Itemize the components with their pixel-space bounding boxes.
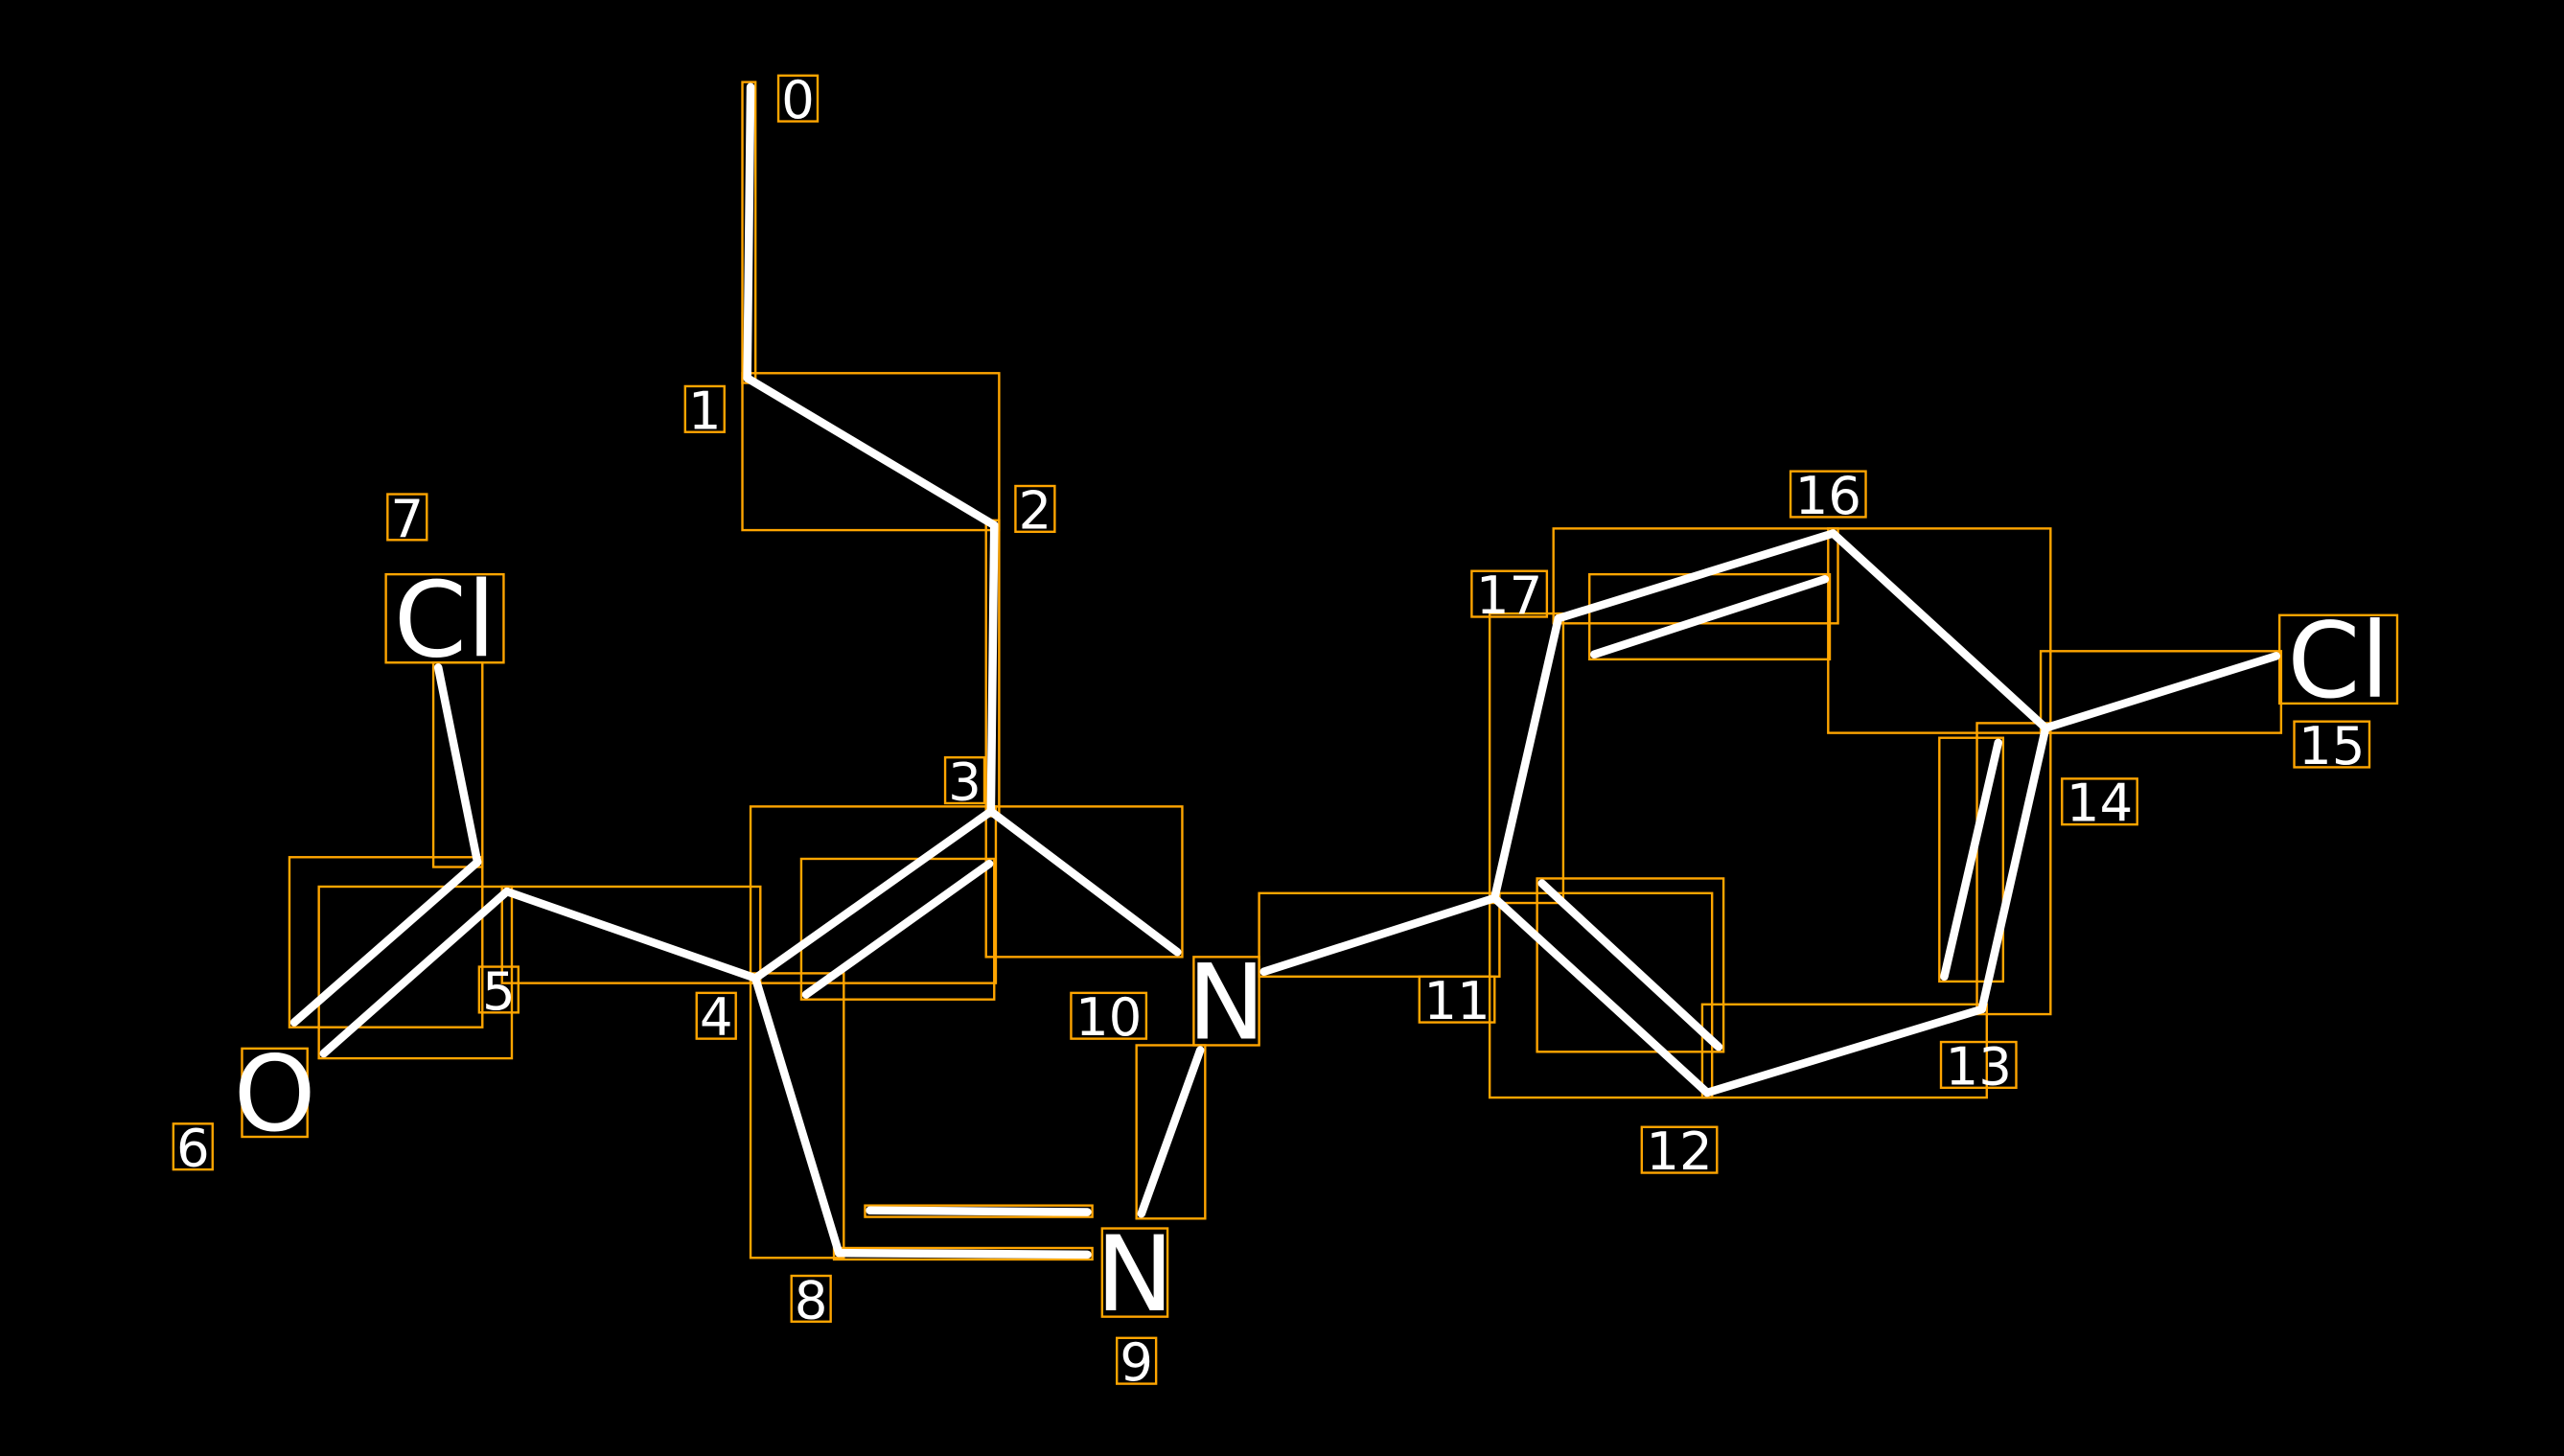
index-box bbox=[2061, 777, 2138, 826]
index-box bbox=[1939, 1040, 2018, 1090]
atom-index-7: 7 bbox=[390, 488, 424, 549]
atom-index-2: 2 bbox=[1019, 479, 1052, 541]
index-box bbox=[790, 1274, 832, 1323]
bond-5-6 bbox=[289, 858, 482, 1027]
bond-box bbox=[749, 805, 998, 984]
bond-box bbox=[1938, 736, 2005, 983]
atom-index-6: 6 bbox=[176, 1118, 210, 1179]
bond-17-16 bbox=[1554, 529, 1837, 623]
atom-index-10: 10 bbox=[1075, 986, 1142, 1048]
bond-box bbox=[500, 885, 762, 984]
index-box bbox=[386, 493, 428, 542]
bond-0-1 bbox=[743, 82, 755, 382]
index-box bbox=[1640, 1125, 1719, 1174]
atom-box bbox=[1192, 956, 1260, 1047]
bond-2-3 bbox=[986, 520, 999, 816]
atom-index-5: 5 bbox=[482, 960, 516, 1022]
atom-symbol-7: Cl bbox=[394, 559, 497, 681]
bond-box bbox=[1975, 722, 2052, 1016]
bond-box bbox=[317, 885, 514, 1060]
bond-box bbox=[1135, 1044, 1207, 1220]
bond-box bbox=[1258, 891, 1501, 979]
bond-3-4 bbox=[751, 807, 996, 982]
index-box bbox=[1418, 975, 1496, 1024]
bond-box bbox=[832, 1246, 1094, 1261]
index-box bbox=[943, 756, 986, 805]
bond-16-14 bbox=[1829, 529, 2050, 732]
index-box bbox=[695, 991, 737, 1040]
atom-index-11: 11 bbox=[1423, 970, 1490, 1031]
atom-index-15: 15 bbox=[2298, 715, 2365, 776]
bond-13-12 bbox=[1702, 1005, 1986, 1098]
bond-10-11 bbox=[1259, 893, 1499, 976]
atom-box bbox=[384, 572, 505, 664]
bond-17-16 bbox=[1590, 574, 1830, 659]
bounding-boxes bbox=[172, 74, 2399, 1385]
bonds bbox=[289, 82, 2281, 1260]
atom-index-13: 13 bbox=[1946, 1035, 2012, 1097]
atom-box bbox=[2277, 613, 2399, 705]
bond-12-11 bbox=[1537, 879, 1723, 1052]
index-box bbox=[683, 384, 726, 433]
bond-14-13 bbox=[1977, 724, 2050, 1014]
bond-box bbox=[1827, 527, 2052, 734]
index-box bbox=[172, 1122, 214, 1171]
bond-5-6 bbox=[319, 887, 512, 1058]
atom-box bbox=[1100, 1227, 1169, 1318]
bond-4-5 bbox=[502, 887, 760, 982]
index-box bbox=[1470, 569, 1549, 618]
bond-box bbox=[984, 805, 1184, 959]
atom-index-8: 8 bbox=[795, 1269, 828, 1330]
bond-3-10 bbox=[986, 807, 1182, 957]
atom-index-12: 12 bbox=[1646, 1121, 1712, 1182]
bond-5-7 bbox=[433, 663, 482, 867]
index-box bbox=[1014, 484, 1056, 533]
bond-box bbox=[799, 857, 996, 1001]
index-box bbox=[2293, 720, 2371, 769]
atom-symbol-9: N bbox=[1096, 1213, 1174, 1335]
bond-4-8 bbox=[751, 974, 843, 1258]
bond-box bbox=[2039, 650, 2283, 734]
index-box bbox=[776, 74, 820, 123]
bond-14-13 bbox=[1940, 738, 2002, 982]
atom-index-0: 0 bbox=[781, 69, 815, 130]
index-box bbox=[1070, 991, 1148, 1040]
index-box bbox=[1116, 1336, 1158, 1385]
atom-index-17: 17 bbox=[1476, 565, 1542, 626]
atom-index-4: 4 bbox=[700, 986, 733, 1048]
bond-11-17 bbox=[1490, 613, 1563, 903]
bond-9-10 bbox=[1137, 1046, 1205, 1218]
bond-14-15 bbox=[2041, 652, 2281, 732]
atom-index-14: 14 bbox=[2067, 773, 2133, 834]
bond-box bbox=[1488, 612, 1565, 905]
bond-box bbox=[749, 972, 845, 1260]
bond-12-11 bbox=[1490, 893, 1712, 1098]
atom-index-3: 3 bbox=[948, 751, 982, 813]
bond-8-9 bbox=[834, 1248, 1092, 1260]
atom-index-1: 1 bbox=[688, 380, 722, 441]
bond-box bbox=[1536, 877, 1725, 1053]
bond-3-4 bbox=[801, 859, 994, 999]
index-box bbox=[477, 965, 520, 1014]
atom-index-9: 9 bbox=[1120, 1331, 1153, 1393]
bond-box bbox=[741, 372, 1001, 532]
bond-1-2 bbox=[743, 374, 999, 530]
atom-symbol-10: N bbox=[1188, 942, 1266, 1064]
index-box bbox=[1789, 470, 1867, 519]
bond-box bbox=[864, 1204, 1094, 1218]
atom-symbol-15: Cl bbox=[2287, 600, 2390, 722]
atom-symbol-6: O bbox=[234, 1033, 316, 1155]
atom-index-16: 16 bbox=[1795, 465, 1861, 526]
bond-box bbox=[288, 856, 484, 1028]
bond-8-9 bbox=[866, 1206, 1092, 1216]
bond-box bbox=[1488, 891, 1714, 1099]
atom-box bbox=[241, 1047, 309, 1139]
